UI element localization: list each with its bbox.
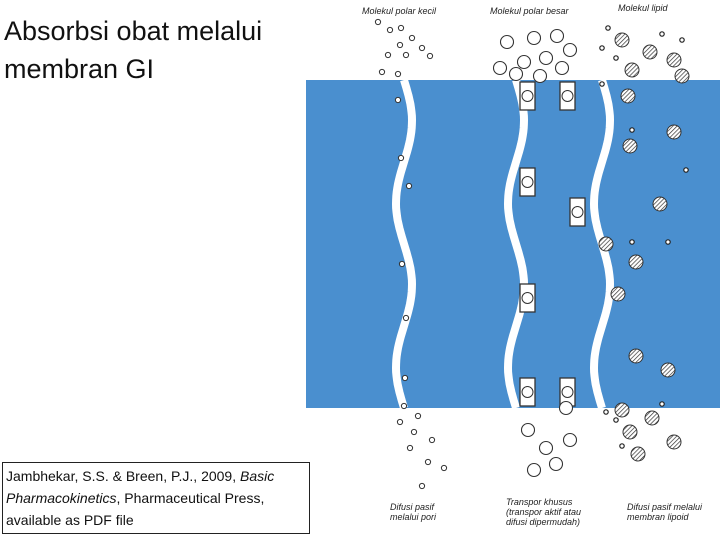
- particle-6: [660, 32, 664, 36]
- small-polar-molecule-16: [403, 315, 408, 320]
- large-polar-molecule-11: [560, 402, 573, 415]
- large-polar-molecule-3: [551, 30, 564, 43]
- lipid-molecule-14: [661, 363, 675, 377]
- slide-title-line-1: Absorbsi obat melalui: [4, 12, 304, 50]
- small-polar-molecule-21: [411, 429, 416, 434]
- small-polar-molecule-25: [425, 459, 430, 464]
- large-polar-molecule-16: [528, 464, 541, 477]
- lipid-molecule-15: [615, 403, 629, 417]
- label-small-polar-molecules: Molekul polar kecil: [362, 6, 436, 16]
- lipid-molecule-12: [611, 287, 625, 301]
- small-polar-molecule-23: [407, 445, 412, 450]
- carrier-molecule-6: [522, 387, 533, 398]
- small-polar-molecule-11: [395, 71, 400, 76]
- slide-title-line-2: membran GI: [4, 50, 304, 88]
- small-polar-molecule-18: [401, 403, 406, 408]
- label-passive-diffusion-pore: Difusi pasif melalui pori: [390, 502, 436, 522]
- small-polar-molecule-3: [398, 25, 403, 30]
- large-polar-molecule-2: [528, 32, 541, 45]
- small-polar-molecule-8: [419, 45, 424, 50]
- particle-8: [684, 168, 688, 172]
- small-polar-molecule-6: [385, 52, 390, 57]
- lipid-molecule-8: [623, 139, 637, 153]
- small-polar-molecule-15: [399, 261, 404, 266]
- lipid-molecule-16: [645, 411, 659, 425]
- small-polar-molecule-14: [406, 183, 411, 188]
- lipid-molecule-1: [615, 33, 629, 47]
- lipid-molecule-19: [631, 447, 645, 461]
- slide-title: Absorbsi obat melalui membran GI: [4, 12, 304, 88]
- lipid-molecule-10: [599, 237, 613, 251]
- citation-box: Jambhekar, S.S. & Breen, P.J., 2009, Bas…: [2, 462, 310, 534]
- small-polar-molecule-24: [441, 465, 446, 470]
- large-polar-molecule-1: [501, 36, 514, 49]
- lipid-molecule-7: [667, 125, 681, 139]
- small-polar-molecule-13: [398, 155, 403, 160]
- lipid-molecule-17: [623, 425, 637, 439]
- particle-11: [604, 410, 608, 414]
- lipid-molecule-13: [629, 349, 643, 363]
- small-polar-molecule-26: [419, 483, 424, 488]
- small-polar-molecule-20: [397, 419, 402, 424]
- particle-12: [620, 444, 624, 448]
- carrier-molecule-7: [562, 387, 573, 398]
- small-polar-molecule-12: [395, 97, 400, 102]
- small-polar-molecule-1: [375, 19, 380, 24]
- small-polar-molecule-7: [403, 52, 408, 57]
- large-polar-molecule-10: [556, 62, 569, 75]
- carrier-molecule-4: [572, 207, 583, 218]
- lipid-molecule-18: [667, 435, 681, 449]
- large-polar-molecule-14: [564, 434, 577, 447]
- lipid-molecule-9: [653, 197, 667, 211]
- large-polar-molecule-15: [550, 458, 563, 471]
- small-polar-molecule-9: [427, 53, 432, 58]
- large-polar-molecule-4: [564, 44, 577, 57]
- membrane-diagram: Molekul polar kecil Molekul polar besar …: [302, 0, 720, 540]
- lipid-molecule-5: [675, 69, 689, 83]
- large-polar-molecule-7: [494, 62, 507, 75]
- lipid-molecule-3: [667, 53, 681, 67]
- particle-2: [600, 46, 604, 50]
- small-polar-molecule-2: [387, 27, 392, 32]
- small-polar-molecule-4: [409, 35, 414, 40]
- lipid-molecule-11: [629, 255, 643, 269]
- carrier-molecule-1: [522, 91, 533, 102]
- large-polar-molecule-13: [540, 442, 553, 455]
- particle-9: [630, 240, 634, 244]
- particle-5: [680, 38, 684, 42]
- large-polar-molecule-9: [534, 70, 547, 83]
- particle-14: [660, 402, 664, 406]
- particle-1: [606, 26, 610, 30]
- particle-7: [630, 128, 634, 132]
- large-polar-molecule-12: [522, 424, 535, 437]
- lipid-molecule-2: [643, 45, 657, 59]
- carrier-molecule-3: [522, 177, 533, 188]
- particle-10: [666, 240, 670, 244]
- small-polar-molecule-5: [397, 42, 402, 47]
- large-polar-molecule-8: [510, 68, 523, 81]
- large-polar-molecule-6: [518, 56, 531, 69]
- small-polar-molecule-22: [429, 437, 434, 442]
- carrier-molecule-2: [562, 91, 573, 102]
- particle-3: [614, 56, 618, 60]
- lipid-molecule-6: [621, 89, 635, 103]
- particle-4: [600, 82, 604, 86]
- label-passive-diffusion-lipid: Difusi pasif melalui membran lipoid: [627, 502, 702, 522]
- membrane-diagram-svg: [302, 0, 720, 540]
- label-large-polar-molecules: Molekul polar besar: [490, 6, 569, 16]
- carrier-molecule-5: [522, 293, 533, 304]
- particle-13: [614, 418, 618, 422]
- label-special-transport: Transpor khusus (transpor aktif atau dif…: [506, 497, 581, 527]
- lipid-molecule-4: [625, 63, 639, 77]
- citation-authors: Jambhekar, S.S. & Breen, P.J., 2009,: [6, 468, 240, 484]
- small-polar-molecule-10: [379, 69, 384, 74]
- label-lipid-molecules: Molekul lipid: [618, 3, 668, 13]
- small-polar-molecule-19: [415, 413, 420, 418]
- small-polar-molecule-17: [402, 375, 407, 380]
- large-polar-molecule-5: [540, 52, 553, 65]
